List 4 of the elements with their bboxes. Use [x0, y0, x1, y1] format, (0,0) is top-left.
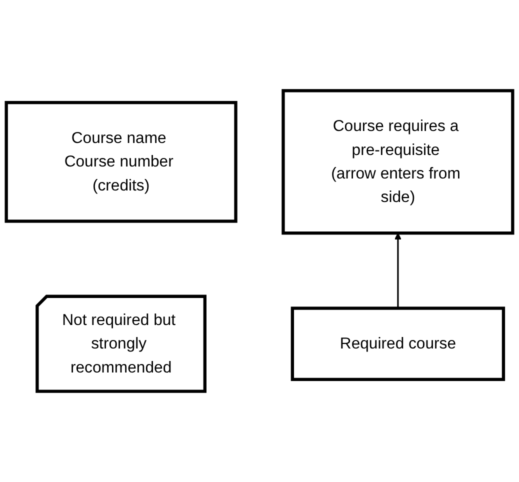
node-box: Course name Course number (credits) — [4, 100, 238, 223]
arrow — [394, 232, 402, 308]
node-box: Required course — [290, 306, 506, 382]
node-box: Course requires a pre-requisite (arrow enters from side) — [282, 89, 514, 235]
